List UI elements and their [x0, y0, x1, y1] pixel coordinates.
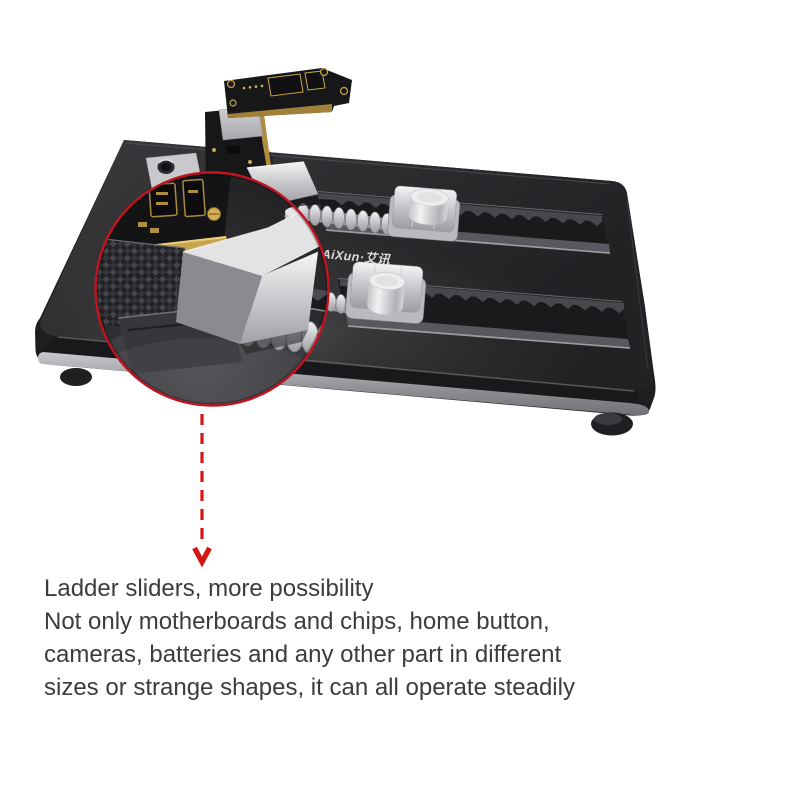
left-foot: [60, 368, 92, 386]
caption-title: Ladder sliders, more possibility: [44, 575, 374, 602]
dashed-down-arrow-icon: [192, 414, 212, 568]
slider-clamp-lower: [345, 261, 427, 324]
clamp-knob-upper: [408, 188, 449, 225]
slider-clamp-upper: [387, 185, 461, 242]
magnified-carbon-block: [95, 237, 186, 332]
clamp-knob-lower: [367, 272, 406, 315]
right-edge-line: [626, 197, 649, 371]
clamp-spring-upper: [297, 202, 394, 235]
brand-text: AiXun·艾讯: [320, 247, 392, 267]
arrow-head: [192, 546, 212, 568]
magnifier-inner-shade: [95, 172, 329, 406]
caption-block: Ladder sliders, more possibility Not onl…: [44, 572, 575, 704]
caption-line: cameras, batteries and any other part in…: [44, 641, 562, 668]
caption-line: sizes or strange shapes, it can all oper…: [44, 674, 575, 701]
magnified-clamp-head: [176, 193, 329, 354]
motherboard-pcb: [205, 67, 352, 211]
magnifier-ring: [94, 171, 330, 407]
right-foot-highlight: [594, 413, 622, 425]
pcb-top-section: [224, 67, 352, 118]
caption-line: Not only motherboards and chips, home bu…: [44, 608, 550, 635]
